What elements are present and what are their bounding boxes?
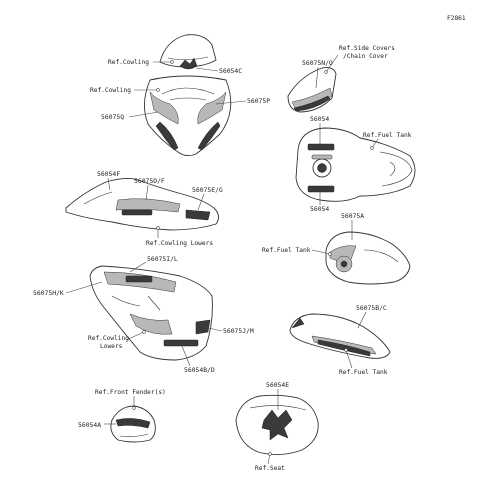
tank-top-ref-label: Ref.Fuel Tank — [363, 132, 412, 139]
lower-fairing-part — [89, 265, 213, 361]
tank-cover-part-leader — [357, 311, 367, 329]
lower-fairing-part-bd-label: 56054B/D — [184, 366, 215, 374]
upper-cowl-left-stripe — [149, 91, 179, 125]
tank-top-ref-leader — [371, 138, 379, 149]
side-cover-ref-line1: Ref.Side Covers — [339, 45, 395, 52]
tank-side-ref-leader — [311, 249, 331, 255]
tank-cover-part-label: 56075B/C — [356, 304, 387, 312]
mid-fairing-part — [65, 177, 219, 231]
mid-fairing-logo-decal — [121, 209, 153, 216]
mid-fairing-part-df-leader — [145, 184, 149, 201]
lower-fairing-part-il-label: 56075I/L — [147, 255, 178, 263]
side-cover-part-label: 56075N/O — [302, 59, 333, 67]
tank-cover-ref-leader — [345, 349, 353, 369]
mid-fairing-part-df-label: 56075D/F — [134, 177, 165, 185]
lower-fairing-ref-line1: Ref.Cowling — [88, 335, 129, 342]
mid-fairing-part-eg-label: 56075E/G — [192, 186, 223, 194]
upper-cowl-left-label: 56075Q — [101, 113, 124, 121]
upper-cowl-ref-label: Ref.Cowling — [90, 87, 131, 94]
lower-fairing-part-jm-label: 56075J/M — [223, 327, 254, 335]
lower-fairing-part-hk-label: 56075H/K — [33, 289, 64, 297]
windshield-ref-label: Ref.Cowling — [108, 59, 149, 66]
seat-part-label: 56054E — [266, 381, 289, 389]
lower-fairing-part-bd-leader — [181, 345, 191, 367]
mid-fairing-part-eg-leader — [197, 193, 205, 211]
lower-fairing-ref-line2: Lowers — [100, 343, 123, 350]
fuel-cap-icon — [317, 163, 327, 173]
windshield-part — [159, 34, 217, 70]
tank-cover-stripe — [317, 339, 371, 357]
tank-side-part-label: 56075A — [341, 212, 364, 220]
tank-top-part-label-top: 56054 — [310, 115, 329, 123]
lower-fairing-logo-decal — [163, 339, 199, 347]
upper-cowl-right-stripe — [197, 91, 227, 125]
fender-part-label: 56054A — [78, 421, 101, 429]
tank-side-part — [325, 231, 411, 285]
side-cover-ref-line2: /Chain Cover — [343, 53, 388, 60]
tank-side-ref-label: Ref.Fuel Tank — [262, 247, 311, 254]
upper-cowl-right-label: 56075P — [247, 97, 270, 105]
side-cover-part — [287, 67, 337, 113]
windshield-logo-decal — [179, 57, 198, 70]
lower-fairing-part-il-leader — [129, 261, 147, 273]
windshield-part-label: 56054C — [219, 67, 242, 75]
upper-cowl-part — [144, 75, 232, 157]
side-cover-ref-leader — [325, 54, 339, 73]
tank-cover-ref-label: Ref.Fuel Tank — [339, 369, 388, 376]
seat-ref-label: Ref.Seat — [255, 465, 285, 472]
front-fender-part — [110, 405, 156, 443]
front-fender-decal — [115, 418, 151, 429]
lower-fairing-ref-leader — [125, 331, 145, 341]
fender-ref-label: Ref.Front Fender(s) — [95, 389, 166, 396]
tank-top-decal-upper — [307, 143, 335, 151]
mid-fairing-stripe — [115, 198, 181, 213]
lower-fairing-mid-stripe — [129, 313, 173, 335]
windshield-part-leader — [195, 67, 219, 72]
side-cover-part-leader — [315, 66, 319, 89]
diagram-code: F2861 — [447, 15, 466, 22]
fuel-tank-top-part — [295, 127, 416, 202]
seat-cowl-logo-decal — [261, 409, 293, 441]
lower-fairing-top-decal — [125, 275, 153, 283]
upper-cowl-left-leader — [128, 111, 159, 118]
lower-fairing-part-jm-leader — [203, 326, 223, 332]
leader-dots — [132, 60, 374, 456]
tank-top-part-label-bottom: 56054 — [310, 205, 329, 213]
tank-top-decal-lower — [307, 185, 335, 193]
mid-fairing-ref-label: Ref.Cowling Lowers — [146, 240, 213, 247]
seat-cowl-part — [235, 394, 319, 455]
tank-cover-part — [289, 313, 391, 359]
upper-cowl-right-leader — [215, 100, 247, 105]
mid-fairing-part-f-leader — [107, 177, 111, 191]
mid-fairing-part-f-label: 56054F — [97, 170, 120, 178]
lower-fairing-part-hk-leader — [65, 281, 103, 294]
